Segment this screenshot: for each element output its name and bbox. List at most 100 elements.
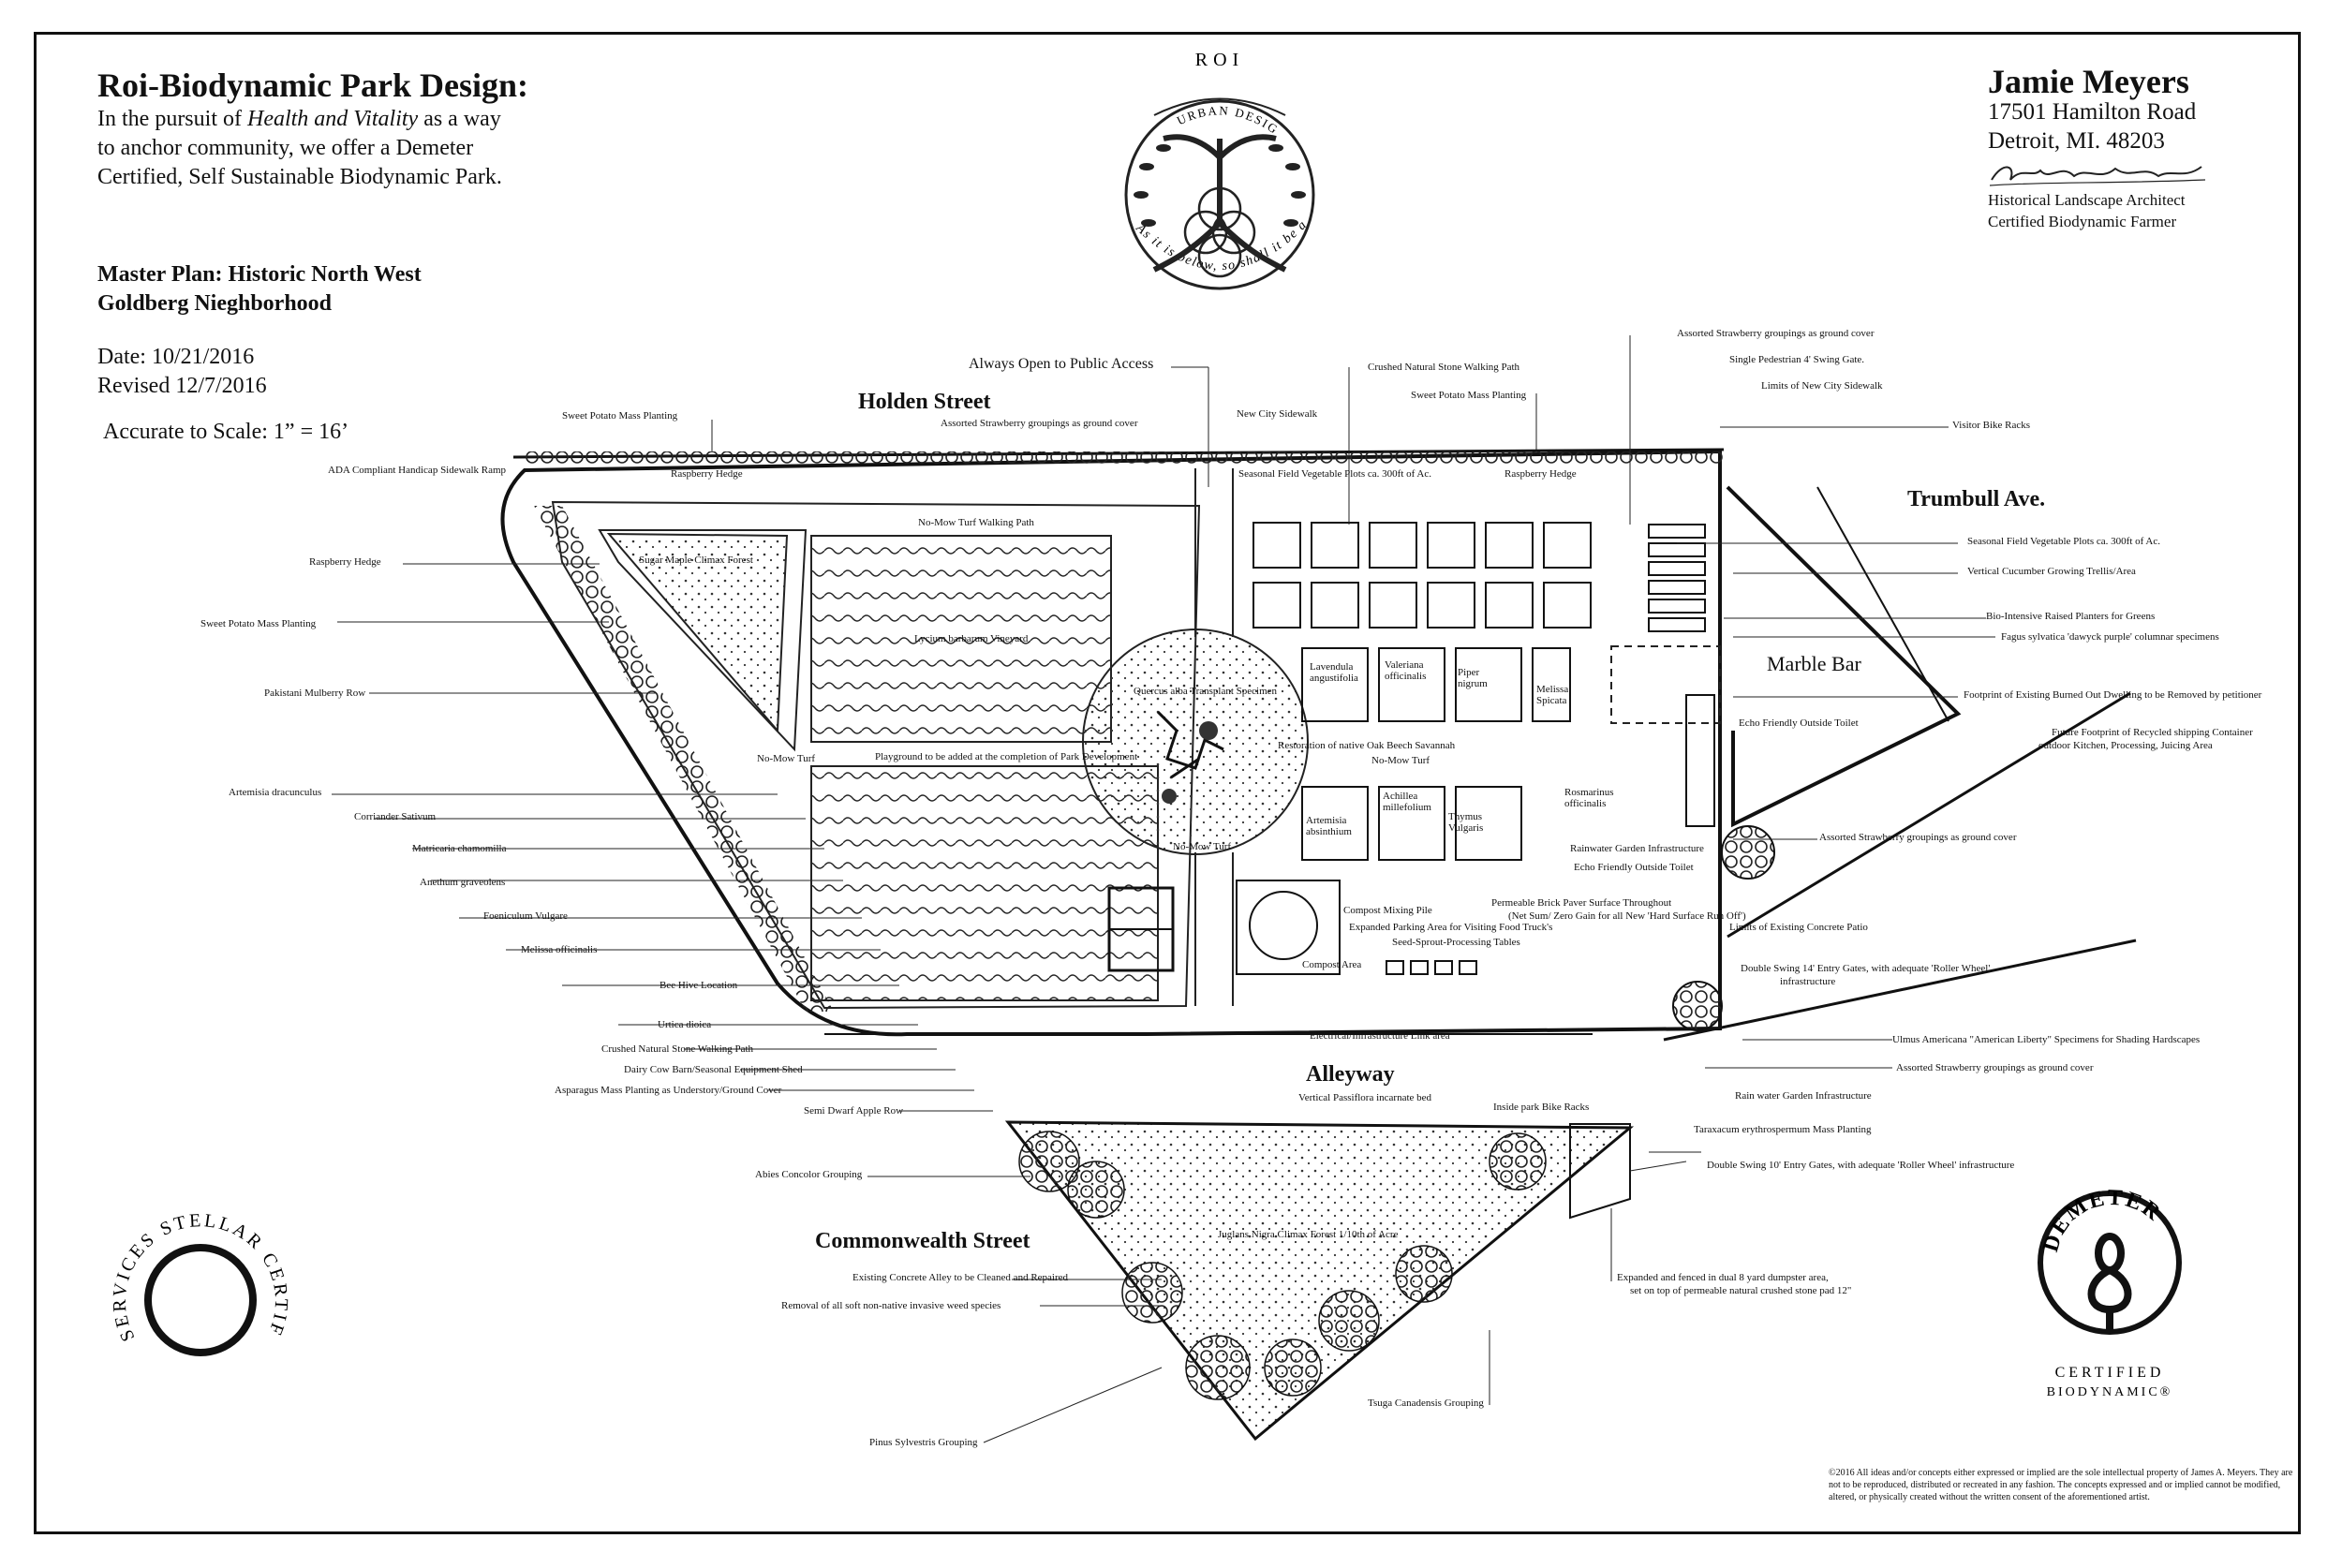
label-rosmarinus: Rosmarinus officinalis [1564, 787, 1614, 809]
label-crushed-stone-2: Crushed Natural Stone Walking Path [601, 1043, 754, 1055]
label-dumpster-1: Expanded and fenced in dual 8 yard dumps… [1617, 1272, 1829, 1283]
label-limits-sidewalk: Limits of New City Sidewalk [1761, 380, 1883, 392]
street-alleyway: Alleyway [1306, 1062, 1395, 1087]
label-seasonal-plots-2: Seasonal Field Vegetable Plots ca. 300ft… [1967, 536, 2161, 547]
label-sweet-potato-2: Sweet Potato Mass Planting [1411, 390, 1527, 401]
label-bee-hive: Bee Hive Location [660, 980, 738, 991]
label-raspberry-hedge-left: Raspberry Hedge [309, 556, 381, 568]
sweet-potato-mass-planting-band [525, 451, 1724, 465]
author-address: 17501 Hamilton Road Detroit, MI. 48203 [1988, 97, 2196, 155]
intro-emphasis: Health and Vitality [246, 107, 419, 131]
label-pinus: Pinus Sylvestris Grouping [869, 1437, 978, 1448]
label-future-footprint-1: Future Footprint of Recycled shipping Co… [2052, 727, 2253, 738]
label-taraxacum: Taraxacum erythrospermum Mass Planting [1694, 1124, 1872, 1135]
address-line-1: 17501 Hamilton Road [1988, 99, 2197, 125]
label-thymus: Thymus Vulgaris [1448, 811, 1484, 834]
credential-2: Certified Biodynamic Farmer [1988, 213, 2177, 230]
label-quercus: Quercus alba Transplant Specimen [1134, 686, 1278, 697]
label-limits-patio: Limits of Existing Concrete Patio [1729, 922, 1868, 933]
label-foeniculum: Foeniculum Vulgare [483, 910, 568, 922]
dumpster-area [1569, 1123, 1631, 1220]
leader-lines [332, 335, 1995, 1443]
label-always-open: Always Open to Public Access [969, 356, 1154, 372]
label-anethum: Anethum graveolens [420, 877, 506, 888]
label-artemisia-left: Artemisia dracunculus [229, 787, 322, 798]
label-seasonal-plots-1: Seasonal Field Vegetable Plots ca. 300ft… [1238, 468, 1432, 480]
label-double-swing-14-1: Double Swing 14' Entry Gates, with adequ… [1741, 963, 1991, 974]
label-coriander: Corriander Sativum [354, 811, 437, 822]
label-removal-weeds: Removal of all soft non-native invasive … [781, 1300, 1001, 1311]
label-future-footprint-2: outdoor Kitchen, Processing, Juicing Are… [2038, 740, 2213, 751]
label-matricaria: Matricaria chamomilla [412, 843, 507, 854]
label-permeable-1: Permeable Brick Paver Surface Throughout [1491, 897, 1672, 909]
conifer-groupings [1018, 1131, 1547, 1400]
herb-rows-lower [810, 765, 1159, 1001]
compost-area [1236, 880, 1341, 975]
intro-suffix: as a way to anchor community, we offer a… [97, 107, 502, 189]
credential-1: Historical Landscape Architect [1988, 191, 2186, 209]
demeter-logo: DEMETER CERTIFIED BIODYNAMIC® [2038, 1186, 2182, 1399]
label-dumpster-2: set on top of permeable natural crushed … [1630, 1285, 1852, 1296]
label-single-swing-gate: Single Pedestrian 4' Swing Gate. [1729, 354, 1865, 365]
label-no-mow-3: No-Mow Turf [1173, 841, 1232, 852]
label-artemisia-center: Artemisia absinthium [1306, 815, 1352, 837]
label-ulmus: Ulmus Americana "American Liberty" Speci… [1892, 1034, 2201, 1045]
label-double-swing-10: Double Swing 10' Entry Gates, with adequ… [1707, 1160, 2015, 1171]
plan-revised: Revised 12/7/2016 [97, 374, 267, 398]
label-no-mow-1: No-Mow Turf [757, 753, 816, 764]
label-compost-area: Compost Area [1302, 959, 1362, 970]
drawing-border [34, 32, 2301, 1534]
street-trumbull: Trumbull Ave. [1907, 487, 2046, 511]
label-new-city-sidewalk: New City Sidewalk [1237, 408, 1318, 420]
label-no-mow-walking: No-Mow Turf Walking Path [918, 517, 1034, 528]
lycium-vineyard [810, 535, 1112, 743]
playground [1156, 710, 1224, 779]
label-restoration-oak: Restoration of native Oak Beech Savannah [1278, 740, 1456, 751]
master-plan-label: Master Plan: Historic North West Goldber… [97, 262, 422, 316]
plan-title: Roi-Biodynamic Park Design: [97, 67, 529, 104]
vegetable-plot-grid [1253, 522, 1592, 629]
plan-intro: In the pursuit of Health and Vitality as… [97, 105, 510, 192]
label-parking: Expanded Parking Area for Visiting Food … [1349, 922, 1553, 933]
label-dairy-barn: Dairy Cow Barn/Seasonal Equipment Shed [624, 1064, 803, 1075]
label-rain-garden-2: Rain water Garden Infrastructure [1735, 1090, 1872, 1102]
compost-mixing-pile [1249, 891, 1318, 960]
stellar-certification-seal: SERVICES STELLAR CERTIFICATION [97, 1197, 289, 1356]
label-playground: Playground to be added at the completion… [875, 751, 1138, 762]
label-valeriana: Valeriana officinalis [1385, 659, 1427, 682]
label-melissa-left: Melissa officinalis [521, 944, 598, 955]
label-tsuga: Tsuga Canadensis Grouping [1368, 1398, 1484, 1409]
label-sugar-maple: Sugar Maple Climax Forest [639, 555, 753, 566]
label-echo-toilet-1: Echo Friendly Outside Toilet [1739, 717, 1859, 729]
roi-urban-design-logo: ROI URBAN DESIGN As it is below, so shal… [1098, 45, 1315, 290]
intro-prefix: In the pursuit of [97, 107, 242, 131]
label-electrical: Electrical/Infrastructure Link area [1310, 1030, 1450, 1042]
label-achillea: Achillea millefolium [1383, 791, 1431, 813]
label-fagus: Fagus sylvatica 'dawyck purple' columnar… [2001, 631, 2219, 643]
label-assorted-strawberry-3: Assorted Strawberry groupings as ground … [1819, 832, 2017, 843]
marble-bar-label: Marble Bar [1767, 652, 1861, 675]
label-compost-pile: Compost Mixing Pile [1343, 905, 1432, 916]
plan-date: Date: 10/21/2016 [97, 345, 255, 369]
sugar-maple-forest-area [606, 532, 789, 733]
label-footprint-burned: Footprint of Existing Burned Out Dwellin… [1964, 689, 2262, 701]
label-piper: Piper nigrum [1458, 667, 1488, 689]
label-inside-bike: Inside park Bike Racks [1493, 1102, 1590, 1113]
label-bio-planters: Bio-Intensive Raised Planters for Greens [1986, 611, 2156, 622]
label-sweet-potato-left: Sweet Potato Mass Planting [200, 618, 317, 629]
logo-top-text: ROI [1195, 50, 1244, 70]
address-line-2: Detroit, MI. 48203 [1988, 128, 2165, 154]
label-melissa-center: Melissa Spicata [1536, 684, 1569, 706]
label-assorted-strawberry-2: Assorted Strawberry groupings as ground … [1677, 328, 1875, 339]
rainwater-garden-tree [1721, 825, 1775, 880]
label-raspberry-hedge-2: Raspberry Hedge [1505, 468, 1577, 480]
label-juglans: Juglans Nigra Climax Forest 1/10th of Ac… [1218, 1229, 1399, 1240]
label-echo-toilet-2: Echo Friendly Outside Toilet [1574, 862, 1694, 873]
label-rainwater-garden: Rainwater Garden Infrastructure [1570, 843, 1704, 854]
label-cucumber-trellis: Vertical Cucumber Growing Trellis/Area [1967, 566, 2136, 577]
label-assorted-strawberry-1: Assorted Strawberry groupings as ground … [941, 418, 1138, 429]
label-lycium: Lycium barbarum Vineyard [914, 633, 1029, 644]
label-pakistani-mulberry: Pakistani Mulberry Row [264, 688, 366, 699]
raised-planters [1648, 524, 1706, 632]
